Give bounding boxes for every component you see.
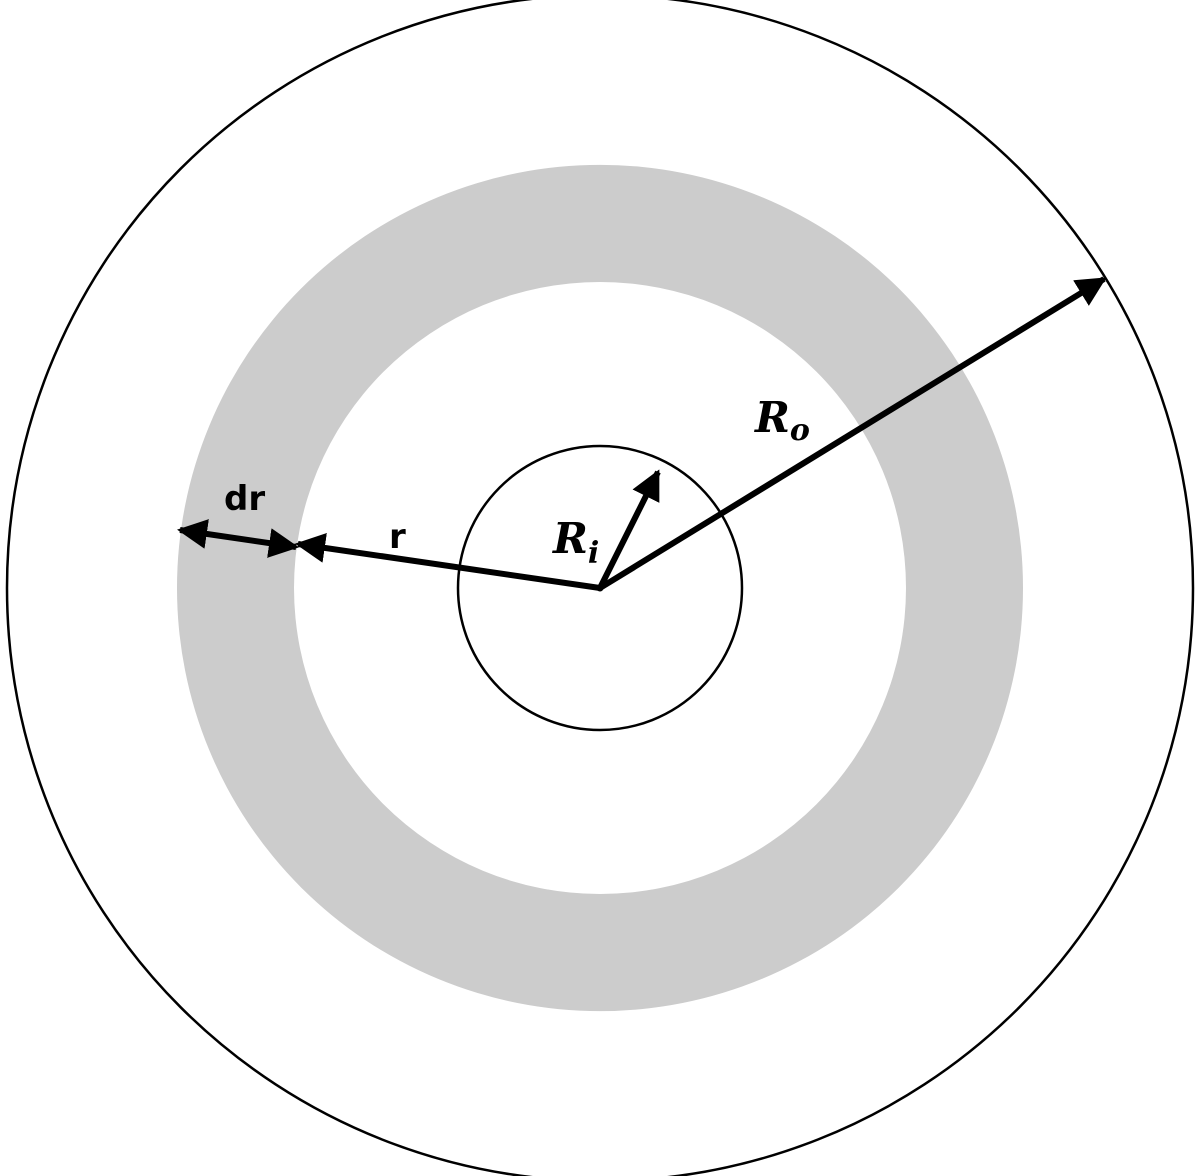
dr-label: dr [224,479,265,519]
ri-arrow [597,469,661,590]
inner-circle [456,444,744,732]
r-arrow [295,533,601,591]
ro-label-subscript: o [790,413,810,448]
ro-label: Ro [754,393,810,448]
ro-arrow [598,276,1107,591]
center-point [596,584,604,592]
ri-label-main: R [552,514,588,563]
ri-label: Ri [552,514,599,571]
dr-arrow [177,519,299,558]
r-label: r [389,517,406,557]
ro-label-main: R [754,393,790,442]
ri-label-subscript: i [588,536,599,571]
